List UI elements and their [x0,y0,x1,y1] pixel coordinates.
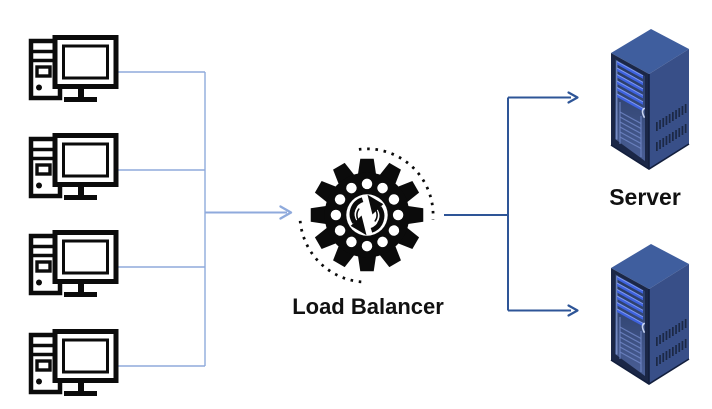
server-connector-lines [444,91,579,317]
client-computer-icon [31,332,116,397]
server-label: Server [609,184,681,210]
client-connector-lines [118,71,293,367]
server-rack-icon [610,28,690,170]
client-computer-icon [31,38,116,103]
client-computer-icon [31,136,116,201]
load-balancer-gear-icon [300,149,433,282]
server-rack-icon [610,243,690,385]
load-balancer-label: Load Balancer [292,294,444,319]
client-computer-icon [31,233,116,298]
